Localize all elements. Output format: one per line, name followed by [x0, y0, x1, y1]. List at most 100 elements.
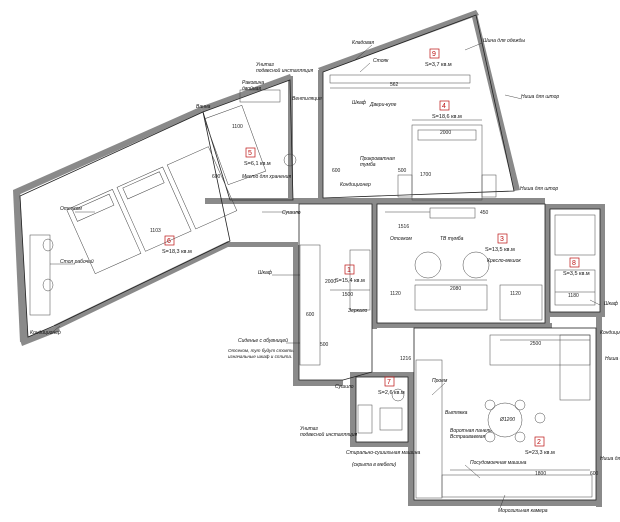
room-1-number: 1	[347, 267, 351, 274]
label-unitaz-bottom: Унитаз	[300, 426, 318, 432]
label-rakovina: Раковина	[242, 80, 264, 86]
room-2-tag: 2 S=23,3 кв.м	[525, 436, 555, 456]
room-6-number: 6	[167, 238, 171, 245]
label-dvoynaya: двойная	[242, 85, 261, 92]
walls	[13, 10, 605, 507]
room-3-area: S=13,5 кв.м	[485, 247, 515, 253]
room-1-tag: 1 S=15,4 кв.м	[335, 264, 365, 284]
room-3-number: 3	[500, 236, 504, 243]
label-vytyazhka: Вытяжка	[445, 410, 468, 416]
dim-450: 450	[480, 210, 489, 216]
room-9-tag: 9 S=3,7 кв.м	[425, 48, 452, 68]
label-stiralno-sushilnaya: Стирально-сушильная машина	[346, 450, 421, 456]
label-kreslo-meshok: Кресло-мешок	[487, 258, 521, 264]
label-nisha-shtor-top: Ниша для штор	[521, 94, 559, 100]
label-sushilo-2: Сушило	[335, 384, 354, 390]
dim-2500: 2500	[530, 341, 541, 347]
label-shkaf-top: Шкаф	[352, 100, 367, 106]
dim-1180: 1180	[568, 293, 579, 299]
room-5-number: 5	[248, 150, 252, 157]
label-proem: Проем	[432, 378, 448, 384]
label-stol-rabochiy: Стол рабочий	[60, 258, 94, 265]
label-shkaf-right: Шкаф	[604, 301, 619, 307]
room-4-area: S=18,6 кв.м	[432, 114, 462, 120]
label-otseknovka: Отсеком, тут будут стоять изначальные шк…	[228, 348, 294, 359]
dim-2000b: 2000	[325, 279, 336, 285]
room-8-area: S=3,5 кв.м	[563, 271, 590, 277]
dim-600b: 600	[212, 174, 221, 180]
room-3-tag: 3 S=13,5 кв.м	[485, 233, 515, 253]
label-mesto-hranenia: Место для хранения	[242, 174, 291, 180]
label-podvesnoy-top: подвесной инсталляция	[256, 67, 314, 74]
dim-1500: 1500	[342, 292, 353, 298]
label-prikrovatnaya: Прикроватная	[360, 156, 395, 162]
label-ventilyaciya: Вентиляция	[292, 96, 322, 102]
label-nisha-shtor-bottom: Ниша для штор	[600, 456, 620, 462]
room-9-number: 9	[432, 51, 436, 58]
label-vorotnaya-panel: Воротная панель	[450, 428, 492, 434]
label-unitaz-top: Унитаз	[256, 62, 274, 68]
dim-2080: 2080	[450, 286, 461, 292]
room-7-area: S=2,6 кв.м	[378, 390, 405, 396]
label-konditsioner-right: Кондиционер	[600, 330, 620, 336]
dim-2000: 2000	[440, 130, 451, 136]
dim-600: 600	[332, 168, 341, 174]
furniture	[29, 74, 596, 499]
dim-1800: 1800	[535, 471, 546, 477]
label-podvesnoy-bottom: подвесной инсталляция	[300, 431, 358, 438]
dimension-lines	[330, 87, 595, 471]
label-zerkalo: Зеркало	[348, 308, 368, 314]
label-otsekom-left: Отсеком	[60, 206, 82, 212]
dim-562: 562	[390, 82, 399, 88]
label-nisha-shtor-kitchen: Ниша для штор	[605, 356, 620, 362]
dim-600c: 600	[306, 312, 315, 318]
dim-1516: 1516	[398, 224, 409, 230]
room-tags: 9 S=3,7 кв.м 4 S=18,6 кв.м 5 S=6,1 кв.м …	[162, 48, 590, 456]
label-sushilo: Сушило	[282, 210, 301, 216]
dim-1103: 1103	[150, 228, 161, 234]
label-shkaf-left: Шкаф	[258, 270, 273, 276]
label-stoyak-top: Стояк	[373, 58, 389, 64]
dim-1100: 1100	[232, 124, 243, 130]
room-6-tag: 6 S=18,3 кв.м	[162, 235, 192, 255]
dim-1120b: 1120	[510, 291, 521, 297]
label-konditsioner-left: Кондиционер	[30, 330, 61, 336]
label-nisha-shtor-right: Ниша для штор	[520, 186, 558, 192]
room-2-number: 2	[537, 439, 541, 446]
room-5-area: S=6,1 кв.м	[244, 161, 271, 167]
label-posudomoechnaya: Посудомоечная машина	[470, 460, 527, 466]
room-outlines	[19, 14, 601, 501]
annotations: Кладовая Шина для одежды Стояк Унитаз по…	[30, 38, 620, 514]
room-5-tag: 5 S=6,1 кв.м	[244, 147, 271, 167]
label-vanna: Ванна	[196, 104, 211, 110]
room-4-number: 4	[442, 103, 446, 110]
label-table-diameter: Ø1200	[499, 417, 515, 423]
label-otsekom-mid: Отсеком	[390, 236, 412, 242]
dim-500: 500	[398, 168, 407, 174]
label-shina-odezhda: Шина для одежды	[483, 38, 525, 44]
room-4-tag: 4 S=18,6 кв.м	[432, 100, 462, 120]
label-tumba: тумба	[360, 162, 376, 168]
room-2-area: S=23,3 кв.м	[525, 450, 555, 456]
label-tv-tumba: ТВ тумба	[440, 236, 464, 242]
dim-1216: 1216	[400, 356, 411, 362]
label-konditsioner-top: Кондиционер	[340, 182, 371, 188]
dim-1700: 1700	[420, 172, 431, 178]
room-1-area: S=15,4 кв.м	[335, 278, 365, 284]
dim-500b: 500	[320, 342, 329, 348]
label-kladovaya: Кладовая	[352, 40, 374, 46]
dim-600d: 600	[590, 471, 599, 477]
leader-lines	[49, 42, 601, 509]
label-dveri-kupe: Двери-купе	[369, 102, 397, 108]
label-skryta-mebel: (скрыта в мебели)	[352, 462, 397, 468]
label-morozilnaya: Морозильная камера	[498, 508, 548, 514]
label-siden-obuvnica: Сиденье с обувницей	[238, 337, 288, 344]
room-8-tag: 8 S=3,5 кв.м	[563, 257, 590, 277]
label-otseknovka-box: Отсеком, тут будут стоять изначальные шк…	[228, 348, 294, 359]
dim-1120: 1120	[390, 291, 401, 297]
dimension-text: 562 2000 1700 600 500 1100 600 1103 1516…	[150, 82, 599, 477]
room-7-number: 7	[387, 379, 391, 386]
room-8-number: 8	[572, 260, 576, 267]
room-9-area: S=3,7 кв.м	[425, 62, 452, 68]
